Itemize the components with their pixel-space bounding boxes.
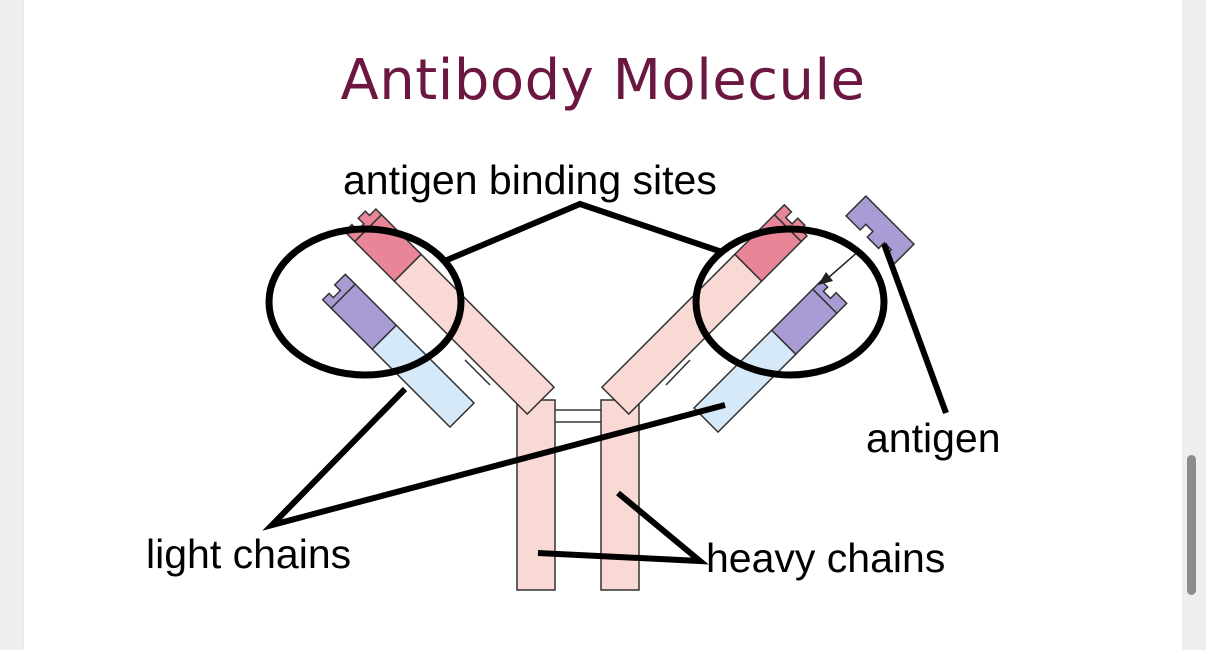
binding-site-circle-left — [265, 225, 465, 379]
heavy-chain-left-stem — [516, 399, 556, 591]
label-light-chains: light chains — [146, 531, 352, 577]
binding-site-circle-right — [692, 225, 888, 379]
heavy-chains-leader — [537, 490, 709, 565]
binding-arrow — [827, 249, 861, 279]
label-antigen-binding-sites: antigen binding sites — [343, 157, 717, 203]
heavy-chain-right-arm — [600, 203, 809, 416]
slide-title: Antibody Molecule — [340, 48, 866, 113]
light-chains-leader — [262, 386, 726, 531]
interchain-bond-left — [464, 359, 491, 386]
binding-arrow-head — [818, 272, 833, 285]
left-gutter — [0, 0, 24, 650]
light-chain-left — [321, 273, 476, 429]
label-antigen: antigen — [866, 415, 1001, 461]
binding-sites-leader — [445, 200, 723, 263]
interchain-bond-right — [665, 359, 691, 386]
scrollbar-thumb[interactable] — [1187, 455, 1196, 595]
antigen-leader — [881, 242, 949, 415]
label-heavy-chains: heavy chains — [706, 535, 946, 581]
